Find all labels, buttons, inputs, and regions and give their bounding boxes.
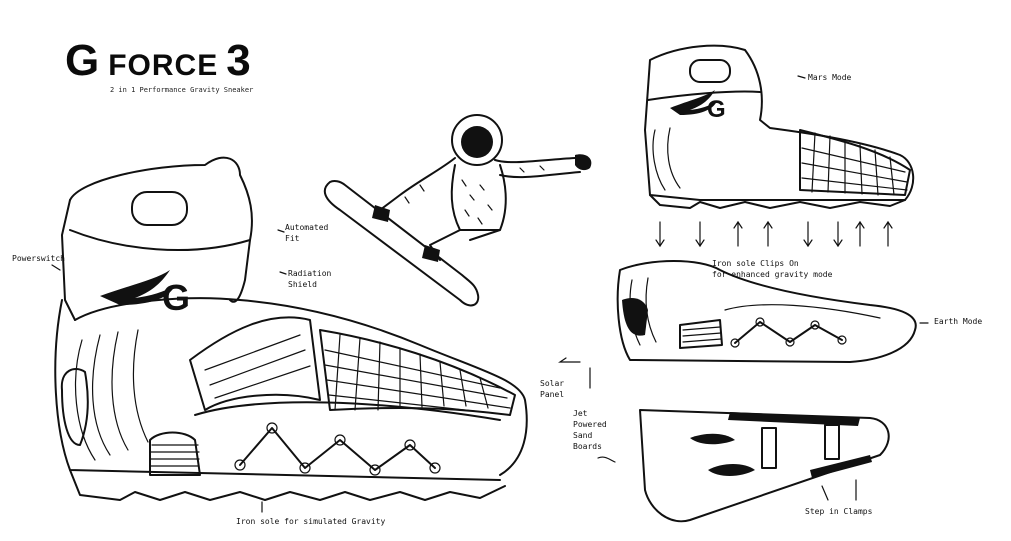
label-jet-powered-sand-boards: Jet Powered Sand Boards [573, 409, 607, 451]
main-shoe-illustration: G [54, 156, 528, 501]
label-radiation-shield: Radiation Shield [288, 269, 332, 289]
label-solar-panel: Solar Panel [540, 379, 565, 399]
page-subtitle: 2 in 1 Performance Gravity Sneaker [110, 86, 254, 94]
sand-board-illustration [639, 409, 890, 523]
main-shoe-logo: G [162, 277, 190, 318]
label-step-in-clamps: Step in Clamps [805, 507, 873, 516]
title-force: FORCE [108, 49, 219, 82]
title-three: 3 [226, 36, 252, 85]
label-mars-mode: Mars Mode [808, 73, 852, 82]
label-automated-fit: Automated Fit [285, 223, 329, 243]
gravity-arrows [655, 220, 893, 248]
earth-mode-sole-illustration [616, 260, 917, 363]
mars-shoe-logo: G [707, 96, 726, 123]
label-power-switch: Powerswitch [12, 254, 65, 263]
title-g: G [65, 36, 101, 85]
astronaut-snowboarder-illustration [323, 114, 592, 307]
mars-mode-shoe-illustration: G [644, 44, 915, 209]
annotation-leaders [51, 75, 929, 513]
label-iron-sole: Iron sole for simulated Gravity [236, 517, 386, 526]
label-iron-sole-clips: Iron sole Clips On for enhanced gravity … [712, 259, 833, 279]
label-earth-mode: Earth Mode [934, 317, 983, 326]
page-title: G FORCE 3 [65, 36, 252, 86]
